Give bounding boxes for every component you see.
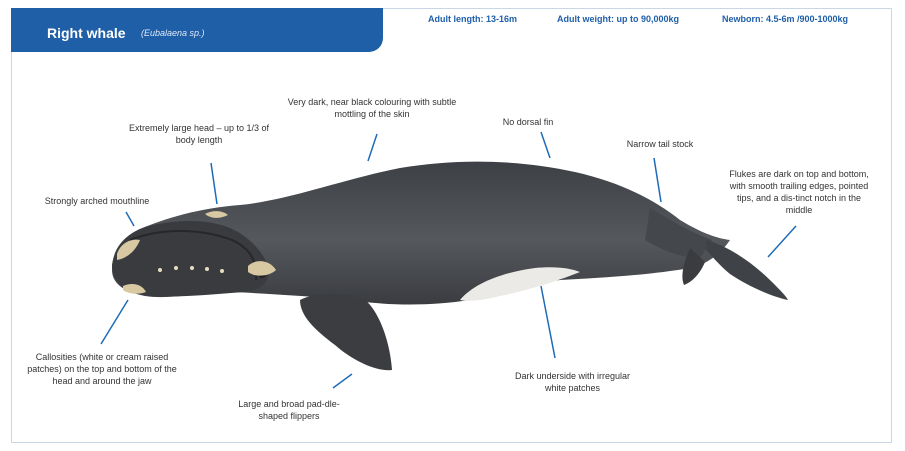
pointer-colouring (368, 134, 377, 161)
pointer-head (211, 163, 217, 204)
pointer-flippers (333, 374, 352, 388)
label-mouthline: Strongly arched mouthline (22, 195, 172, 207)
label-flippers: Large and broad pad-dle-shaped flippers (230, 398, 348, 422)
label-callosities: Callosities (white or cream raised patch… (24, 351, 180, 387)
label-tail-stock: Narrow tail stock (610, 138, 710, 150)
label-colouring: Very dark, near black colouring with sub… (281, 96, 463, 120)
pointer-callosities (101, 300, 128, 344)
pointer-mouthline (126, 212, 134, 226)
label-flukes: Flukes are dark on top and bottom, with … (723, 168, 875, 216)
pointer-dorsal (541, 132, 550, 158)
label-head: Extremely large head – up to 1/3 of body… (118, 122, 280, 146)
flipper (300, 294, 392, 370)
label-no-dorsal-fin: No dorsal fin (478, 116, 578, 128)
pointer-tail (654, 158, 661, 202)
pointer-flukes (768, 226, 796, 257)
pointer-underside (541, 286, 555, 358)
label-underside: Dark underside with irregular white patc… (510, 370, 635, 394)
